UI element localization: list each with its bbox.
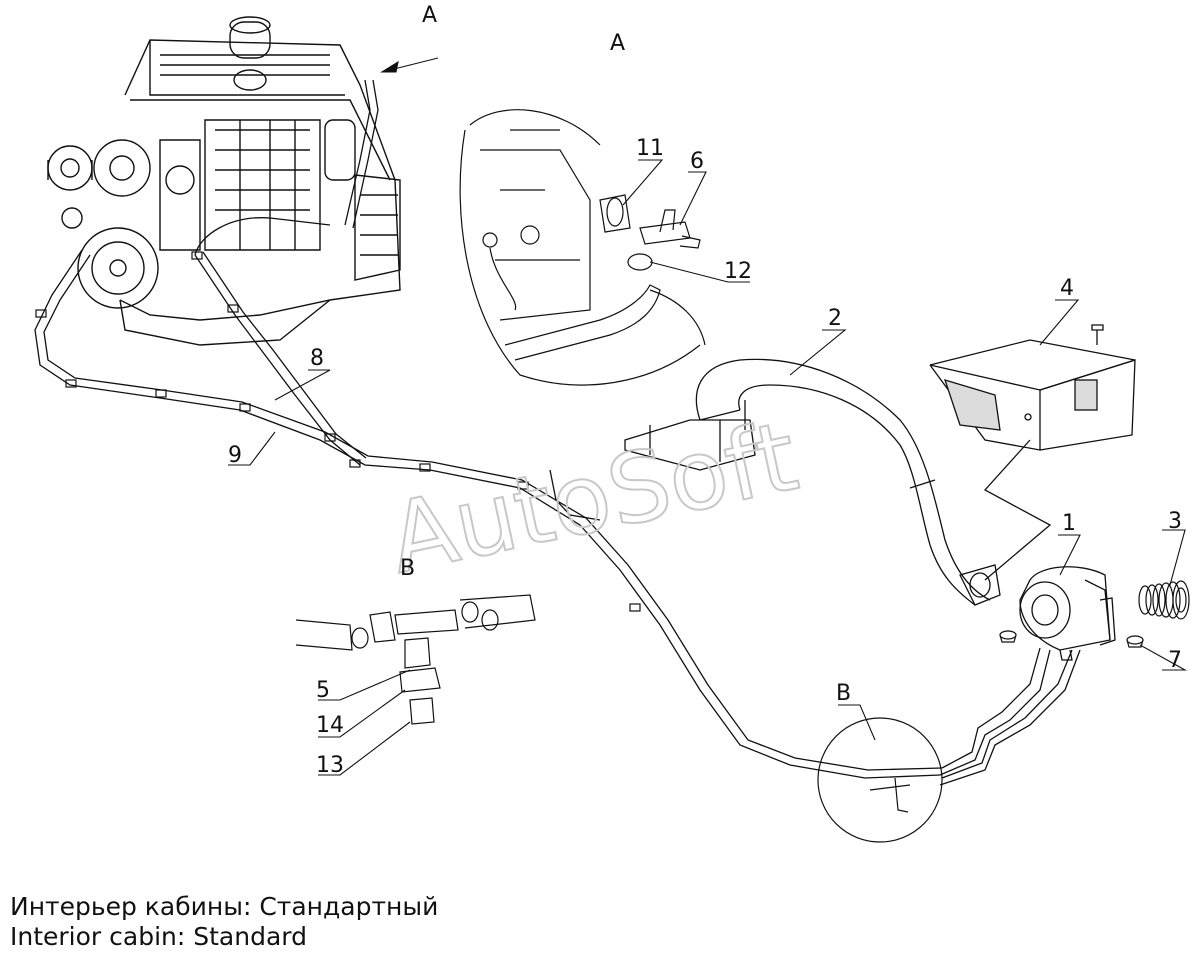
leader-lines: [228, 57, 1188, 776]
callout-1: 1: [1062, 511, 1076, 536]
callout-11: 11: [636, 136, 664, 161]
view-b-title: B: [400, 556, 415, 581]
callout-14: 14: [316, 713, 344, 738]
heater-unit: [1019, 566, 1116, 661]
callout-12: 12: [724, 259, 752, 284]
callout-7: 7: [1168, 648, 1182, 673]
view-a-arrow-label: A: [422, 3, 437, 28]
plugs: [999, 630, 1144, 648]
view-a-title: A: [610, 31, 625, 56]
corrugated-hose: [1138, 580, 1190, 620]
callout-4: 4: [1060, 276, 1074, 301]
heater-system-diagram: AutoSoft A A 11 6 12 2 4 8 9 1 3 B 7 5 B…: [34, 3, 1190, 843]
view-b-detail: [295, 594, 943, 843]
view-b-circle-label: B: [836, 681, 851, 706]
callout-6: 6: [690, 149, 704, 174]
air-duct: [624, 358, 1001, 606]
engine-assembly: [47, 16, 401, 346]
view-a-detail: [459, 109, 706, 386]
callout-3: 3: [1168, 509, 1182, 534]
callout-13: 13: [316, 753, 344, 778]
hose-lines: [34, 79, 1081, 786]
caption-english: Interior cabin: Standard: [10, 922, 307, 951]
callout-labels: A A 11 6 12 2 4 8 9 1 3 B 7 5 B 14 13: [228, 3, 1182, 778]
heater-box: [929, 324, 1136, 581]
callout-9: 9: [228, 443, 242, 468]
callout-2: 2: [828, 306, 842, 331]
caption-russian: Интерьер кабины: Стандартный: [10, 892, 439, 921]
callout-5: 5: [316, 678, 330, 703]
watermark: AutoSoft: [380, 400, 807, 595]
callout-8: 8: [310, 346, 324, 371]
